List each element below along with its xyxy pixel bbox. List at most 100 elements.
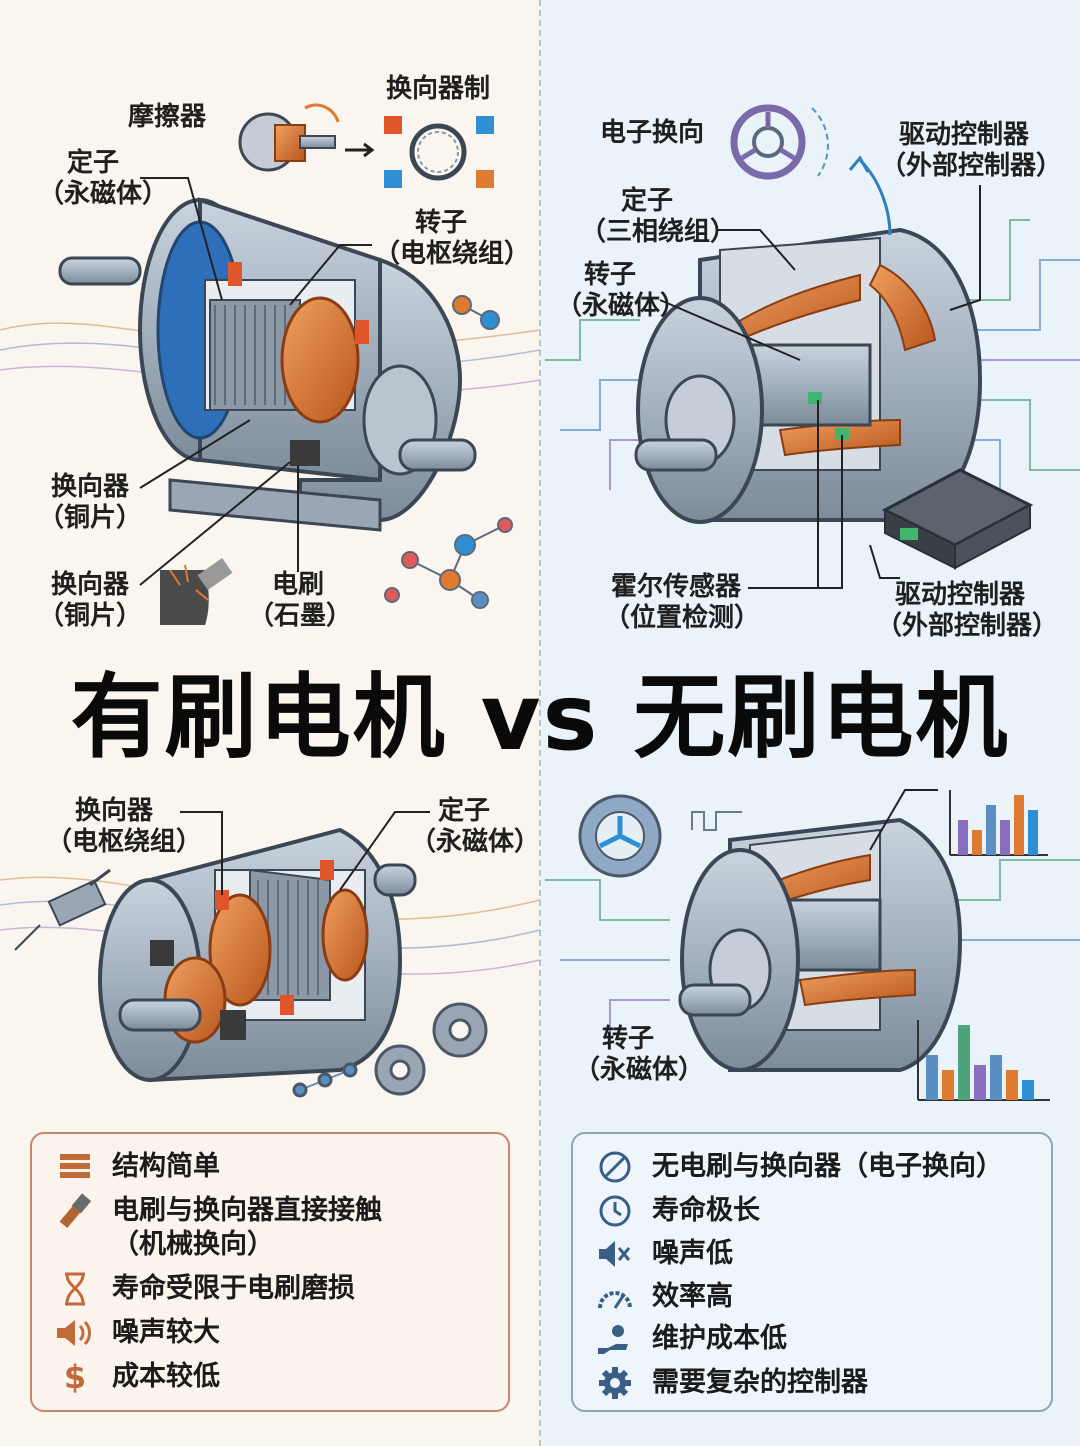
molecule-icon [384,295,513,609]
brushless-feature-5: 维护成本低 [594,1322,787,1356]
speaker-loud-icon [54,1316,96,1350]
brush-spark-icon [160,558,233,625]
leader-lines-right-top [659,185,981,589]
brushed-bottom-stator-name: 定子 [437,796,490,826]
brushed-feature-1: 结构简单 [54,1150,220,1184]
brushed-features-box [30,1132,510,1412]
controller-bottom-detail: （外部控制器） [876,611,1059,641]
brushless-stator-detail: （三相绕组） [580,217,737,247]
brushless-feature-6: 需要复杂的控制器 [594,1366,868,1400]
brushed-feature-5-text: 成本较低 [112,1361,220,1392]
brushless-feature-3-text: 噪声低 [652,1238,733,1269]
commutator-label-2: 换向器 （铜片） [38,570,142,632]
speaker-mute-icon [594,1237,636,1271]
brushless-bottom-rotor-name: 转子 [601,1024,654,1054]
brushless-stator-label: 定子 （三相绕组） [580,186,737,248]
controller-label-bottom: 驱动控制器 （外部控制器） [876,580,1059,642]
brushed-bottom-commutator-label: 换向器 （电枢绕组） [46,796,203,858]
clock-icon [594,1194,636,1228]
brushed-rotor-detail: （电枢绕组） [374,239,531,269]
controller-label-top: 驱动控制器 （外部控制器） [880,120,1063,182]
brushless-stator-name: 定子 [620,186,673,216]
brushed-feature-2-line-1: 电刷与换向器直接接触 [112,1195,382,1226]
gauge-icon [594,1280,636,1314]
brushed-feature-2-line-2: （机械换向） [112,1229,274,1260]
brushed-bottom-commutator-detail: （电枢绕组） [46,827,203,857]
center-divider [539,0,541,1446]
brushed-bottom-commutator-name: 换向器 [74,796,153,826]
brushless-bottom-rotor-detail: （永磁体） [574,1055,705,1085]
electronic-commutation-label: 电子换向 [600,118,705,148]
hourglass-icon [54,1272,96,1306]
brushless-features-box [571,1132,1053,1412]
fan-gear-icon [578,794,742,878]
brushed-stator-detail: （永磁体） [38,179,169,209]
brushless-rotor-name: 转子 [583,260,636,290]
brushed-rotor-name: 转子 [414,208,467,238]
brush-name: 电刷 [271,570,324,600]
brushless-feature-6-text: 需要复杂的控制器 [652,1367,868,1398]
gear-cluster-icon [292,1002,488,1098]
electronic-commutation-icon [730,104,892,236]
brushed-motor-top [58,197,477,532]
brushless-feature-4-text: 效率高 [652,1281,733,1312]
commutator-label-1: 换向器 （铜片） [38,472,142,534]
brushed-feature-3-text: 寿命受限于电刷磨损 [112,1273,355,1304]
brushless-feature-4: 效率高 [594,1280,733,1314]
brushless-feature-3: 噪声低 [594,1237,733,1271]
brushed-feature-1-text: 结构简单 [112,1151,220,1182]
screwdriver-icon [14,868,111,951]
brushed-feature-2: 电刷与换向器直接接触 （机械换向） [54,1193,382,1262]
brushless-feature-2: 寿命极长 [594,1194,760,1228]
commutator-2-name: 换向器 [50,570,129,600]
controller-bottom-name: 驱动控制器 [894,580,1025,610]
brushed-feature-4: 噪声较大 [54,1316,220,1350]
brushed-feature-2-text: 电刷与换向器直接接触 （机械换向） [112,1194,382,1262]
hall-sensor-label: 霍尔传感器 （位置检测） [604,572,761,634]
brush-label: 电刷 （石墨） [248,570,353,632]
brushed-rotor-label: 转子 （电枢绕组） [374,208,531,270]
controller-top-name: 驱动控制器 [898,120,1029,150]
brush-icon [54,1193,96,1229]
commutator-1-name: 换向器 [50,472,129,502]
layers-icon [54,1150,96,1184]
bar-chart-icon-bottom [917,1020,1050,1101]
leader-lines-right-bottom [869,789,938,851]
commutator-1-detail: （铜片） [38,503,143,533]
brushed-feature-3: 寿命受限于电刷磨损 [54,1272,355,1306]
brushed-motor-bottom [98,827,417,1083]
brushed-feature-4-text: 噪声较大 [112,1317,220,1348]
brushless-bottom-rotor-label: 转子 （永磁体） [574,1024,705,1086]
maintenance-icon [594,1322,636,1356]
brushed-feature-5: $ 成本较低 [54,1360,220,1394]
friction-label: 摩擦器 [128,102,207,132]
brushless-motor-bottom [678,817,963,1072]
brushless-rotor-detail: （永磁体） [556,291,687,321]
brushed-bottom-stator-detail: （永磁体） [410,827,541,857]
gear-icon [594,1366,636,1400]
brushless-rotor-label: 转子 （永磁体） [556,260,687,322]
leader-lines-left-bottom [180,811,430,895]
dollar-icon: $ [63,1358,87,1396]
hall-sensor-name: 霍尔传感器 [610,572,741,602]
commutation-label: 换向器制 [386,74,491,104]
controller-top-detail: （外部控制器） [880,151,1063,181]
leader-lines-left-top [139,177,372,586]
bar-chart-icon-top [949,790,1048,856]
brush-detail: （石墨） [248,601,353,631]
commutator-2-detail: （铜片） [38,601,143,631]
commutation-ring-icon [384,116,494,188]
brushed-bottom-stator-label: 定子 （永磁体） [410,796,541,858]
brushless-feature-1-text: 无电刷与换向器（电子换向） [652,1151,1003,1182]
brushless-feature-2-text: 寿命极长 [652,1195,760,1226]
no-icon [594,1150,636,1184]
brushless-feature-5-text: 维护成本低 [652,1323,787,1354]
brushed-stator-label: 定子 （永磁体） [38,148,169,210]
hall-sensor-detail: （位置检测） [604,603,761,633]
page-title: 有刷电机 vs 无刷电机 [70,664,1010,771]
brushed-stator-name: 定子 [66,148,119,178]
friction-gear-icon [238,103,340,172]
brushless-motor-top [634,227,983,524]
brushless-feature-1: 无电刷与换向器（电子换向） [594,1150,1003,1184]
